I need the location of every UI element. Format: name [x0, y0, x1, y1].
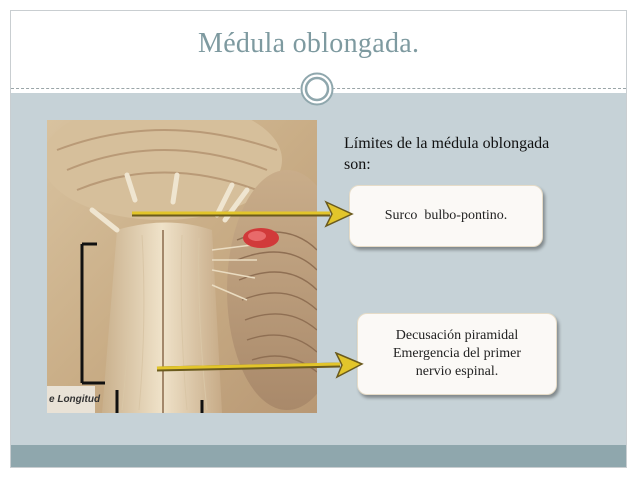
callout-bottom-line3: nervio espinal.	[415, 364, 499, 379]
limits-heading: Límites de la médula oblongada son:	[344, 133, 614, 175]
callout-top-text: Surco bulbo-pontino.	[384, 208, 508, 223]
arrow-right-icon	[132, 200, 354, 228]
bottom-band	[11, 445, 626, 467]
callout-surco-bulbo-pontino: Surco bulbo-pontino.	[349, 185, 543, 247]
callout-bottom-line1: Decusación piramidal	[395, 328, 519, 343]
slide-title: Médula oblongada.	[198, 28, 420, 59]
callout-bottom-line2: Emergencia del primer	[392, 346, 522, 361]
limits-heading-line2: son:	[344, 156, 371, 173]
limits-heading-line1: Límites de la médula oblongada	[344, 135, 550, 152]
callout-decusacion-piramidal: Decusación piramidal Emergencia del prim…	[357, 313, 557, 395]
arrow-right-icon	[156, 352, 364, 379]
circle-ornament-icon	[300, 72, 334, 106]
image-caption: e Longitud	[49, 394, 101, 405]
